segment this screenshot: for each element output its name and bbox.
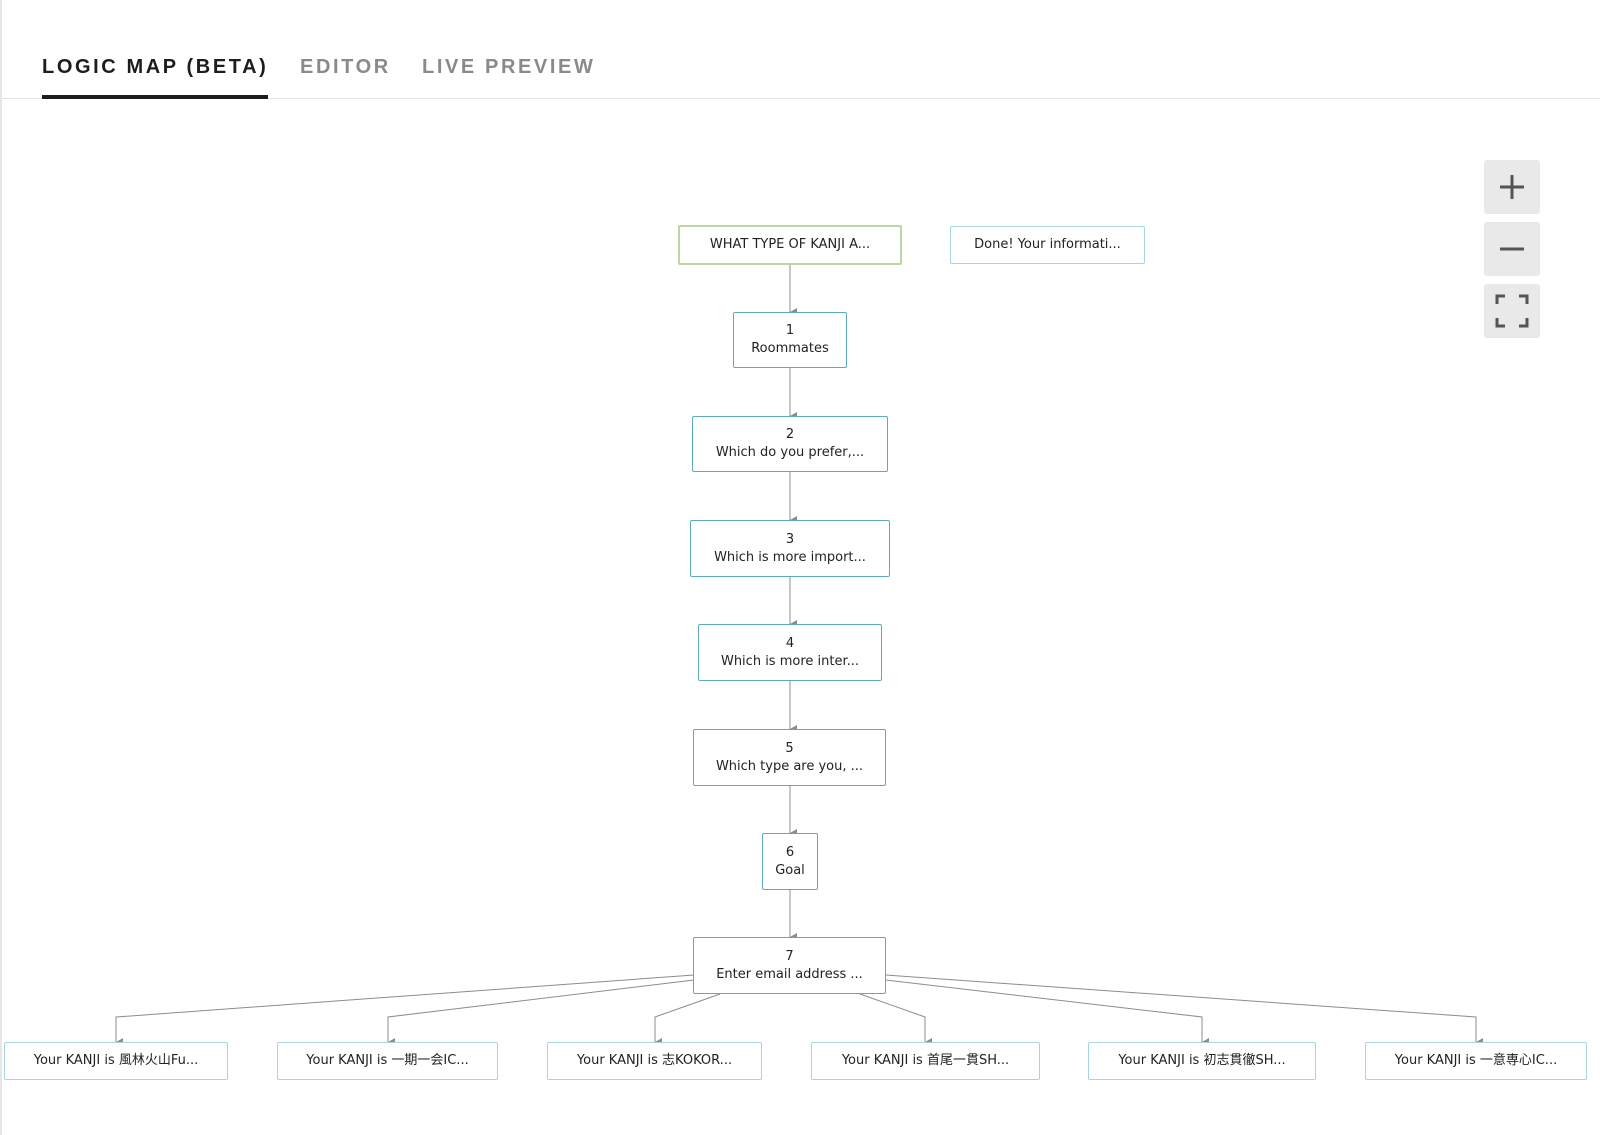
node-number: 4 <box>785 635 795 651</box>
node-number: 1 <box>785 323 795 338</box>
result-node-2[interactable]: Your KANJI is 一期一会IC... <box>277 1042 498 1080</box>
fit-to-screen-button[interactable] <box>1484 284 1540 338</box>
active-tab-indicator <box>42 95 268 99</box>
node-number: 3 <box>785 531 795 547</box>
minus-icon <box>1500 247 1524 251</box>
done-node[interactable]: Done! Your informati... <box>950 226 1145 264</box>
edge-q7-r3 <box>654 993 721 1046</box>
edge-q7-r5 <box>885 979 1209 1046</box>
node-number: 5 <box>785 740 794 756</box>
node-title: Your KANJI is 一期一会IC... <box>306 1053 469 1068</box>
node-title: WHAT TYPE OF KANJI A... <box>709 237 871 252</box>
start-node[interactable]: WHAT TYPE OF KANJI A... <box>678 225 902 265</box>
result-node-3[interactable]: Your KANJI is 志KOKOR... <box>547 1042 762 1080</box>
question-node-4[interactable]: 4 Which is more inter... <box>698 624 882 681</box>
question-node-2[interactable]: 2 Which do you prefer,... <box>692 416 888 472</box>
node-title: Roommates <box>751 341 829 356</box>
tab-logic-map[interactable]: LOGIC MAP (BETA) <box>42 56 269 78</box>
node-number: 6 <box>785 844 795 860</box>
node-title: Your KANJI is 一意専心IC... <box>1394 1053 1558 1068</box>
question-node-3[interactable]: 3 Which is more import... <box>690 520 890 577</box>
node-title: Your KANJI is 初志貫徹SH... <box>1118 1053 1286 1068</box>
node-title: Done! Your informati... <box>974 237 1121 252</box>
tab-bar: LOGIC MAP (BETA) EDITOR LIVE PREVIEW <box>0 0 1600 99</box>
edge-q7-r6 <box>885 974 1483 1046</box>
node-title: Your KANJI is 首尾一貫SH... <box>841 1053 1010 1068</box>
question-node-6[interactable]: 6 Goal <box>762 833 818 890</box>
question-node-1[interactable]: 1 Roommates <box>733 312 847 368</box>
node-number: 2 <box>785 427 795 442</box>
node-title: Your KANJI is 志KOKOR... <box>576 1053 733 1068</box>
result-node-5[interactable]: Your KANJI is 初志貫徹SH... <box>1088 1042 1316 1080</box>
zoom-in-button[interactable] <box>1484 160 1540 214</box>
node-title: Which is more import... <box>714 549 866 565</box>
question-node-7[interactable]: 7 Enter email address ... <box>693 937 886 994</box>
tab-editor[interactable]: EDITOR <box>300 56 391 78</box>
edge-q7-r1 <box>115 974 695 1046</box>
edge-q7-r2 <box>387 979 695 1046</box>
tab-live-preview[interactable]: LIVE PREVIEW <box>422 56 596 78</box>
node-title: Which do you prefer,... <box>715 445 865 460</box>
result-node-6[interactable]: Your KANJI is 一意専心IC... <box>1365 1042 1587 1080</box>
node-title: Enter email address ... <box>716 966 863 982</box>
result-node-1[interactable]: Your KANJI is 風林火山Fu... <box>4 1042 228 1080</box>
node-title: Your KANJI is 風林火山Fu... <box>33 1053 199 1068</box>
node-number: 7 <box>785 948 794 964</box>
edge-q7-r4 <box>859 993 932 1046</box>
left-border <box>0 0 2 1135</box>
node-title: Goal <box>775 862 805 878</box>
node-title: Which type are you, ... <box>715 758 864 774</box>
node-title: Which is more inter... <box>720 653 860 669</box>
zoom-out-button[interactable] <box>1484 222 1540 276</box>
question-node-5[interactable]: 5 Which type are you, ... <box>693 729 886 786</box>
fullscreen-icon <box>1495 294 1529 328</box>
plus-icon <box>1500 175 1524 199</box>
result-node-4[interactable]: Your KANJI is 首尾一貫SH... <box>811 1042 1040 1080</box>
